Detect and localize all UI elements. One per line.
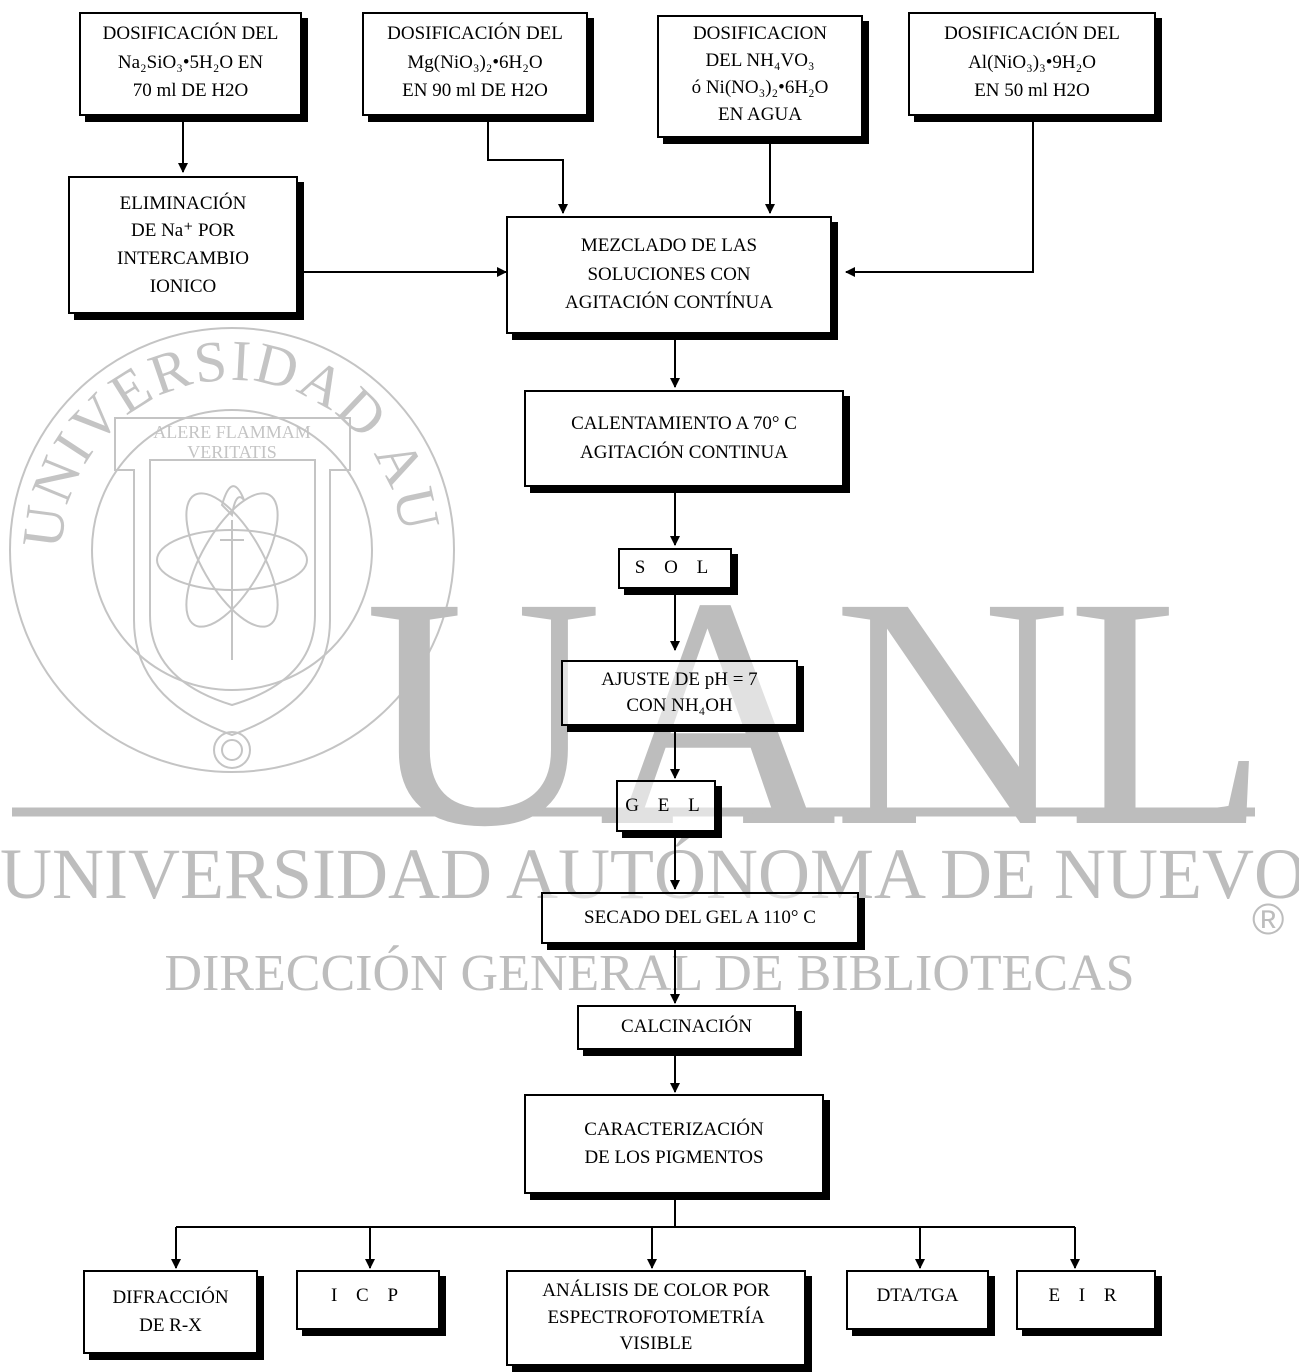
box-gel: G E L <box>616 780 716 832</box>
box-dosificacion-mg: DOSIFICACIÓN DEL Mg(NiO₃)₂•6H₂O EN 90 ml… <box>362 12 588 116</box>
seal-motto-line-2: VERITATIS <box>187 442 277 462</box>
watermark-direccion: DIRECCIÓN GENERAL DE BIBLIOTECAS <box>164 945 1135 1002</box>
box-secado: SECADO DEL GEL A 110° C <box>541 892 859 944</box>
box-analisis-color: ANÁLISIS DE COLOR POR ESPECTROFOTOMETRÍA… <box>506 1270 806 1366</box>
watermark-uanl: UANL <box>364 530 1269 895</box>
arrow-mg-to-mezclado <box>487 116 568 214</box>
registered-mark: ® <box>1252 895 1285 944</box>
box-dta-tga: DTA/TGA <box>846 1270 989 1330</box>
box-difraccion: DIFRACCIÓN DE R-X <box>83 1270 258 1354</box>
box-mezclado: MEZCLADO DE LAS SOLUCIONES CON AGITACIÓN… <box>506 216 832 334</box>
box-eliminacion-na: ELIMINACIÓN DE Na⁺ POR INTERCAMBIO IONIC… <box>68 176 298 314</box>
box-ajuste-ph: AJUSTE DE pH = 7 CON NH₄OH <box>561 660 798 726</box>
box-dosificacion-al: DOSIFICACIÓN DEL Al(NiO₃)₃•9H₂O EN 50 ml… <box>908 12 1156 116</box>
box-calentamiento: CALENTAMIENTO A 70° C AGITACIÓN CONTINUA <box>524 390 844 487</box>
box-dosificacion-nh4vo3: DOSIFICACION DEL NH₄VO₃ ó Ni(NO₃)₂•6H₂O … <box>657 15 863 138</box>
box-dosificacion-na: DOSIFICACIÓN DEL Na₂SiO₃•5H₂O EN 70 ml D… <box>79 12 302 116</box>
box-sol: S O L <box>618 548 732 589</box>
seal-motto-line-1: ALERE FLAMMAM <box>153 422 311 442</box>
box-caracterizacion: CARACTERIZACIÓN DE LOS PIGMENTOS <box>524 1094 824 1194</box>
box-icp: I C P <box>296 1270 440 1330</box>
box-eir: E I R <box>1016 1270 1156 1330</box>
arrow-al-to-mezclado <box>845 116 1034 277</box>
box-calcinacion: CALCINACIÓN <box>577 1005 796 1050</box>
